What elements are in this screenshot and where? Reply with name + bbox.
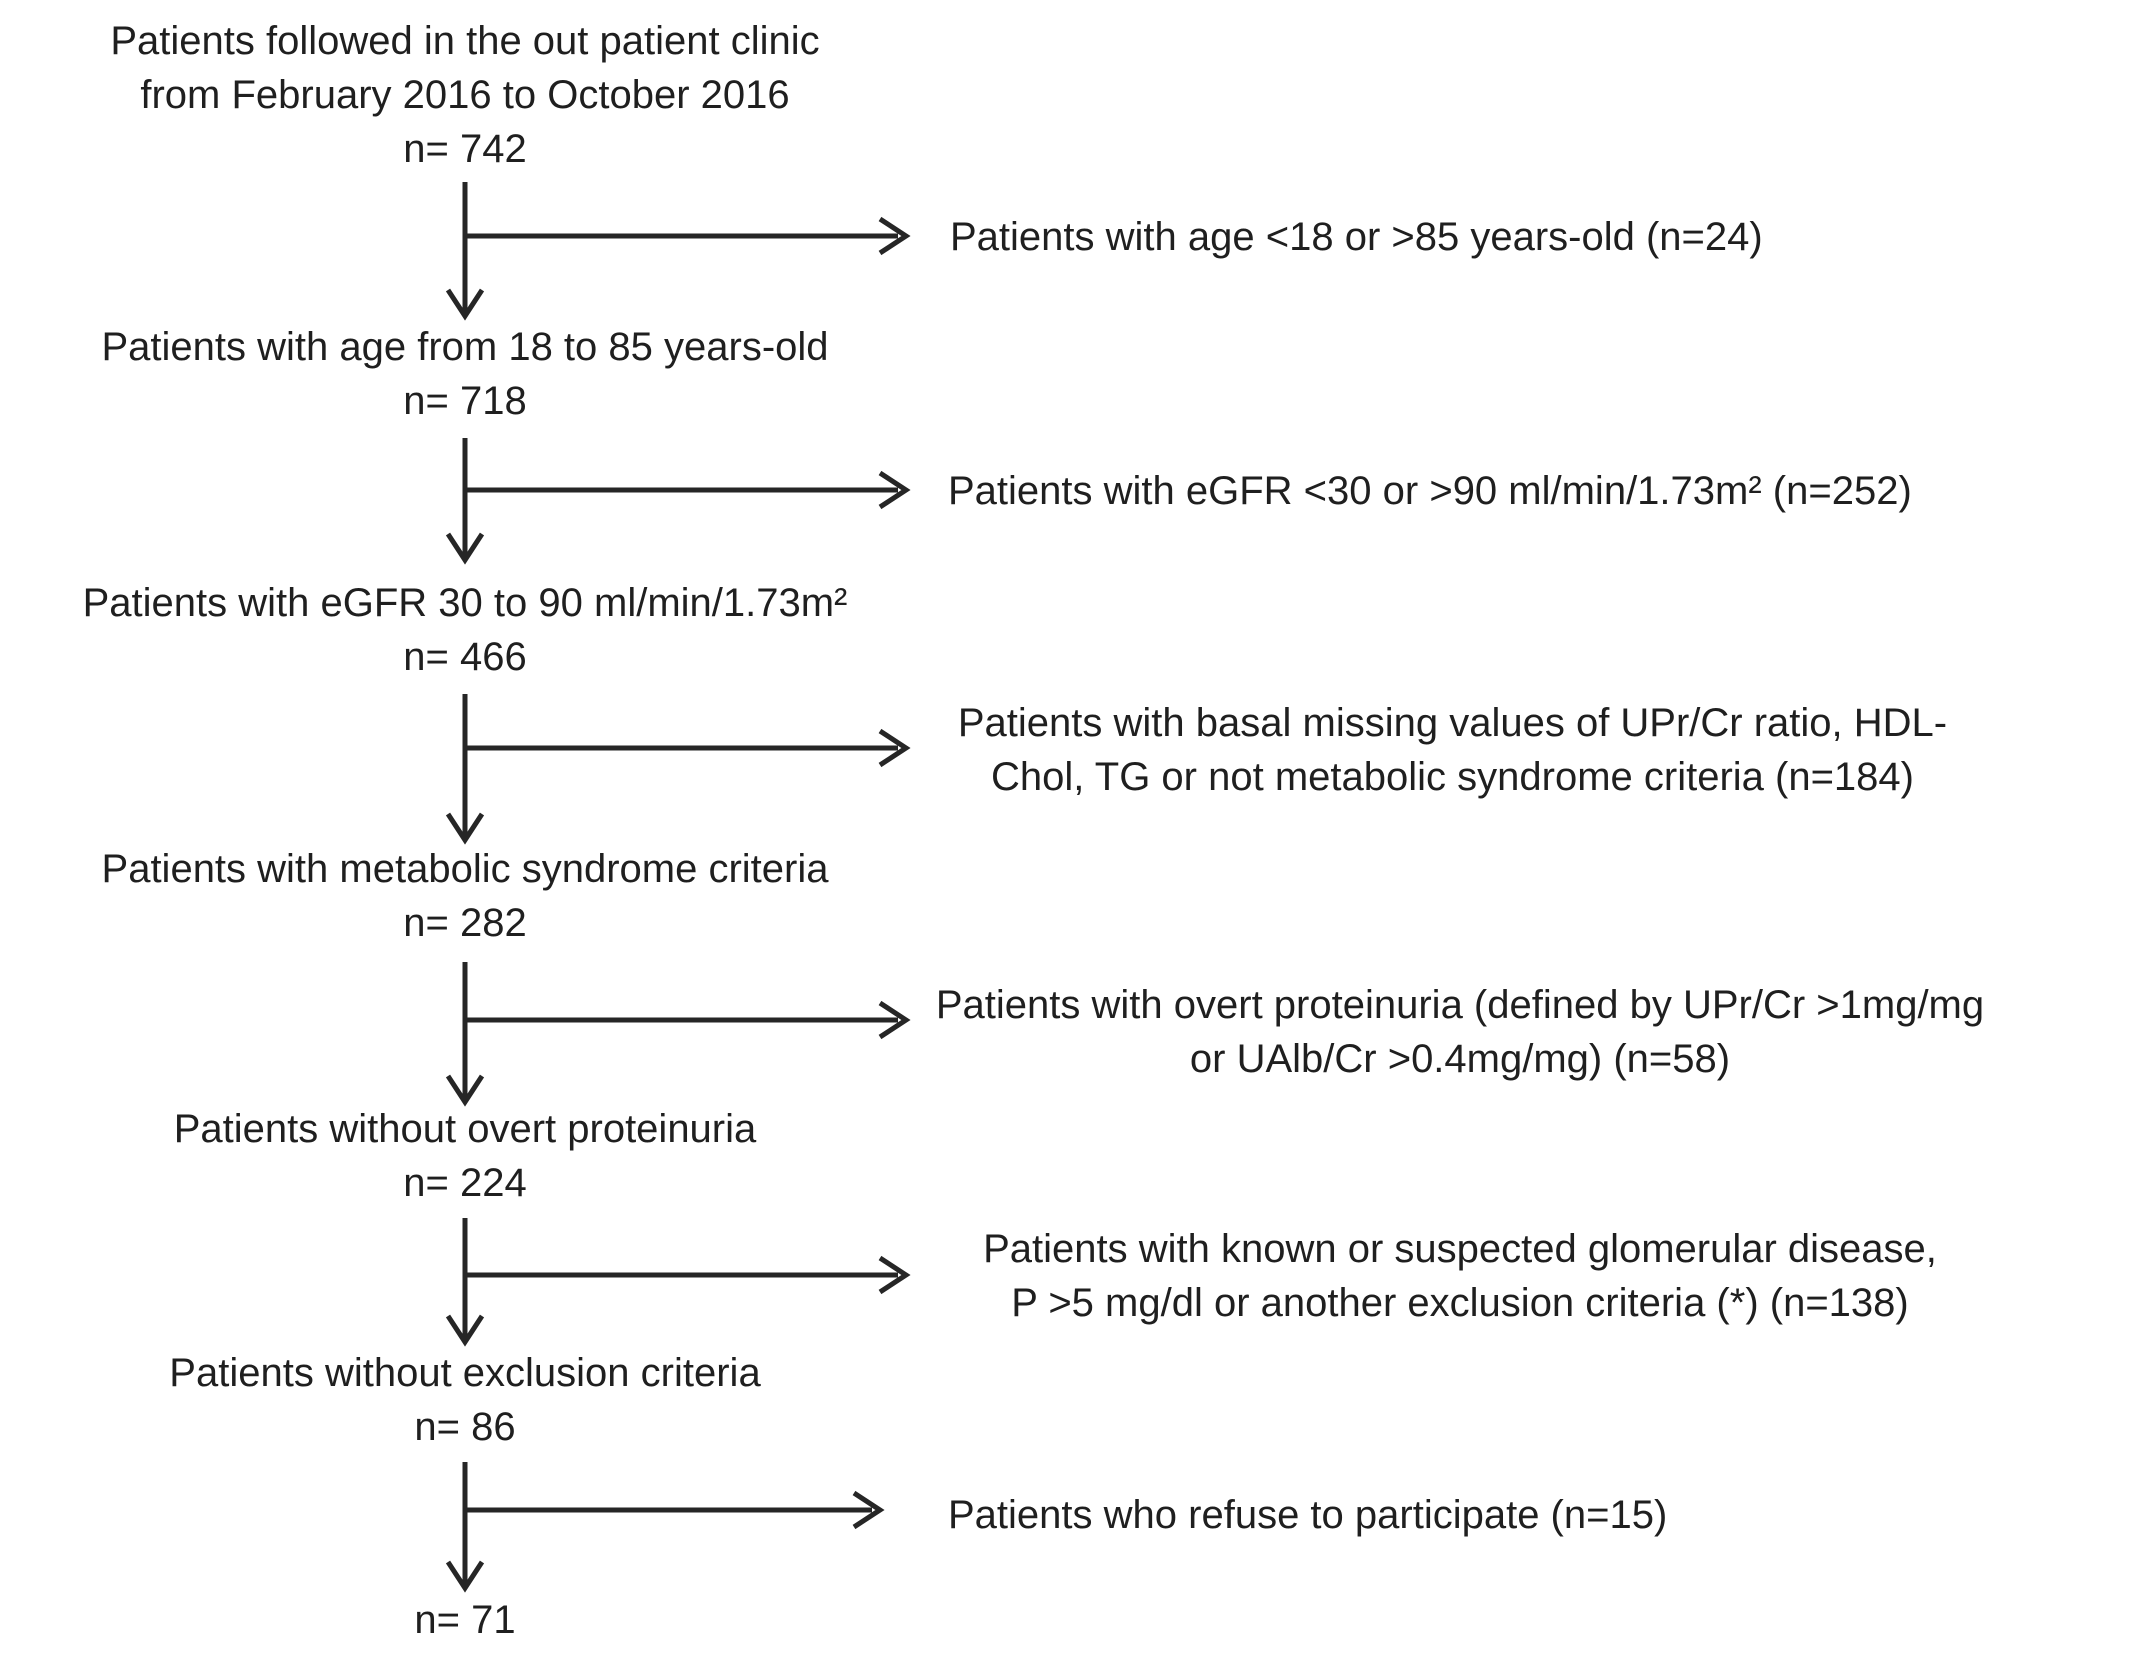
node-outpatient-clinic: Patients followed in the out patient cli… (0, 14, 930, 176)
node-label: Patients followed in the out patient cli… (110, 19, 820, 63)
node-label: Patients without exclusion criteria (169, 1351, 761, 1395)
node-count: n= 742 (403, 127, 527, 171)
exclusion-missing-values: Patients with basal missing values of UP… (895, 696, 2010, 804)
node-final-count: n= 71 (0, 1593, 930, 1647)
node-label: Patients with metabolic syndrome criteri… (101, 847, 829, 891)
exclusion-glomerular-disease: Patients with known or suspected glomeru… (895, 1222, 2025, 1330)
node-metabolic-syndrome: Patients with metabolic syndrome criteri… (0, 842, 930, 950)
exclusion-label: Patients with eGFR <30 or >90 ml/min/1.7… (948, 469, 1912, 513)
node-count: n= 718 (403, 379, 527, 423)
arrow-branch-4 (465, 1000, 911, 1040)
exclusion-label: Patients with age <18 or >85 years-old (… (950, 215, 1763, 259)
node-label: Patients with age from 18 to 85 years-ol… (101, 325, 829, 369)
exclusion-label: Chol, TG or not metabolic syndrome crite… (991, 755, 1914, 799)
node-without-proteinuria: Patients without overt proteinuria n= 22… (0, 1102, 930, 1210)
exclusion-egfr: Patients with eGFR <30 or >90 ml/min/1.7… (948, 464, 2128, 518)
node-count: n= 224 (403, 1161, 527, 1205)
arrow-branch-2 (465, 470, 911, 510)
arrow-branch-3 (465, 728, 911, 768)
exclusion-label: Patients with known or suspected glomeru… (983, 1227, 1937, 1271)
exclusion-age: Patients with age <18 or >85 years-old (… (950, 210, 2100, 264)
exclusion-label: or UAlb/Cr >0.4mg/mg) (n=58) (1189, 1037, 1731, 1081)
node-egfr-30-90: Patients with eGFR 30 to 90 ml/min/1.73m… (0, 576, 930, 684)
arrow-branch-6 (465, 1490, 885, 1530)
exclusion-label: Patients with basal missing values of UP… (957, 701, 1948, 745)
arrow-branch-1 (465, 216, 911, 256)
exclusion-refuse-participate: Patients who refuse to participate (n=15… (948, 1488, 2098, 1542)
node-count: n= 282 (403, 901, 527, 945)
node-count: n= 71 (414, 1598, 516, 1642)
arrow-down-1 (445, 182, 485, 321)
exclusion-label: P >5 mg/dl or another exclusion criteria… (1011, 1281, 1909, 1325)
arrow-down-5 (445, 1218, 485, 1347)
arrow-down-3 (445, 694, 485, 845)
node-count: n= 86 (414, 1405, 516, 1449)
node-label: Patients with eGFR 30 to 90 ml/min/1.73m… (82, 581, 848, 625)
arrow-branch-5 (465, 1255, 911, 1295)
arrow-down-2 (445, 438, 485, 565)
node-age-18-85: Patients with age from 18 to 85 years-ol… (0, 320, 930, 428)
exclusion-label: Patients who refuse to participate (n=15… (948, 1493, 1668, 1537)
arrow-down-6 (445, 1462, 485, 1593)
node-label: from February 2016 to October 2016 (140, 73, 790, 117)
node-count: n= 466 (403, 635, 527, 679)
node-without-exclusion-criteria: Patients without exclusion criteria n= 8… (0, 1346, 930, 1454)
exclusion-overt-proteinuria: Patients with overt proteinuria (defined… (895, 978, 2025, 1086)
arrow-down-4 (445, 962, 485, 1107)
node-label: Patients without overt proteinuria (173, 1107, 757, 1151)
exclusion-label: Patients with overt proteinuria (defined… (935, 983, 1985, 1027)
